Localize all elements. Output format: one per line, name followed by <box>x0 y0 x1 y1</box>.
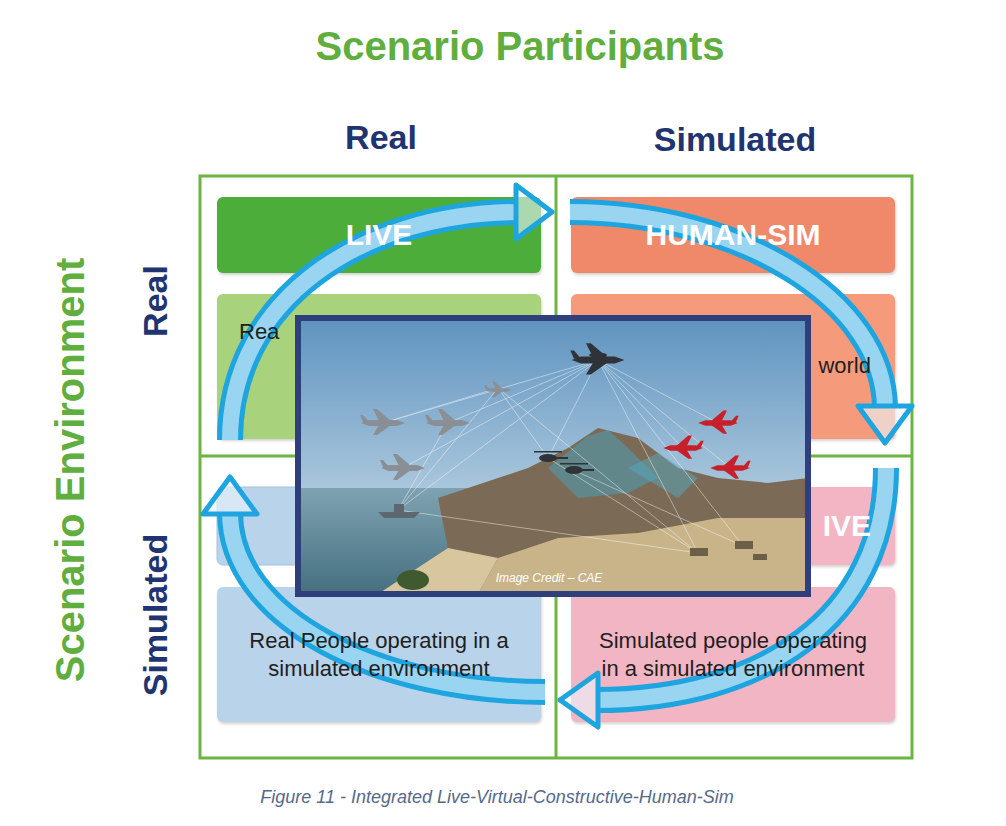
column-header: Real <box>345 118 417 157</box>
quadrant-text: world <box>818 352 871 380</box>
quadrant-text: IVE <box>823 507 871 545</box>
diagram-title: Scenario Participants <box>315 24 724 69</box>
quadrant-text: LIVE <box>346 216 413 254</box>
quadrant-text: Real People operating in a simulated env… <box>239 627 519 682</box>
column-header: Simulated <box>654 120 816 159</box>
quadrant-text: Simulated people operating in a simulate… <box>598 627 868 682</box>
grid-frame <box>200 176 912 758</box>
row-header: Real <box>136 265 175 337</box>
row-header: Simulated <box>136 534 175 696</box>
axis-title: Scenario Environment <box>48 258 93 683</box>
image-credit: Image Credit – CAE <box>496 571 603 585</box>
quadrant-text: HUMAN-SIM <box>646 216 821 254</box>
figure-caption: Figure 11 - Integrated Live-Virtual-Cons… <box>260 787 734 808</box>
quadrant-text: Rea <box>239 318 279 346</box>
scenario-illustration <box>293 313 813 599</box>
